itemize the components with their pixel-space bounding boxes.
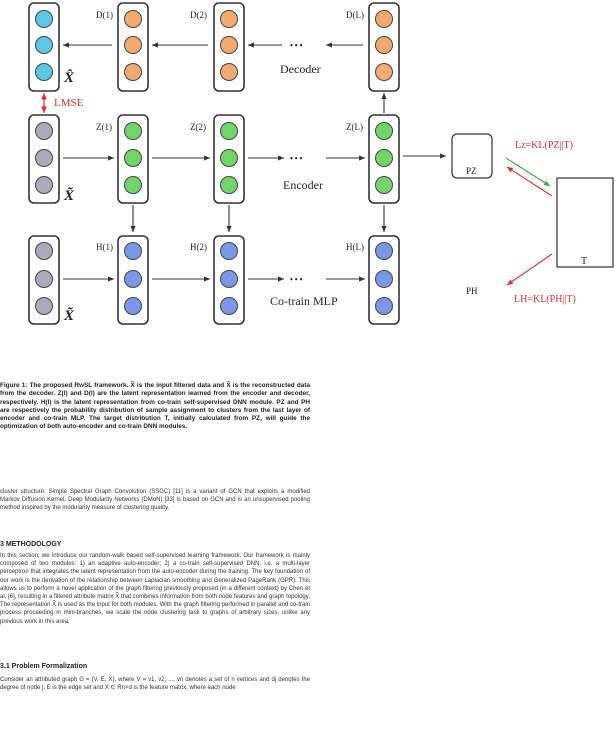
t-box [556,177,614,268]
encoder-label: Encoder [283,178,323,192]
z1-label: Z(1) [96,122,112,132]
mlp-neurons [124,242,393,315]
paragraph-methodology: In this section, we introduce our random… [0,553,310,625]
hl-label: H(L) [346,242,364,252]
z2-label: Z(2) [190,122,206,132]
figure-caption: Figure 1: The proposed RwSL framework. X… [0,382,310,431]
pz-box [451,133,493,179]
paragraph-problem-formalization: Consider an attributed graph G = (V, E, … [0,677,310,692]
paragraph-related-work: cluster structure. Simple Spectral Graph… [0,489,310,512]
h1-label: H(1) [96,242,113,252]
framework-figure: D(1) D(2) D(L) Z(1) Z(2) Z(L) H(1) H(2) … [28,2,614,325]
encoder-neurons [124,122,393,194]
xhat-symbol: X̂ [63,68,75,86]
decoder-neurons [124,10,393,81]
dl-label: D(L) [346,10,364,20]
lmse-label: LMSE [54,97,84,109]
dots-mlp: • • • [290,275,303,284]
section-heading-methodology: 3 METHODOLOGY [0,541,62,548]
input-neurons [35,122,53,315]
t-to-ph-arrow [506,253,553,286]
d2-label: D(2) [190,10,207,20]
t-to-pz-arrow [506,166,553,197]
dots-decoder: • • • [290,41,303,50]
h2-label: H(2) [190,242,207,252]
dots-encoder: • • • [290,154,303,163]
xhat-neurons [35,10,53,81]
decoder-label: Decoder [280,62,321,76]
pz-label: PZ [466,166,477,176]
xtilde-symbol-mlp: X̃ [63,306,75,324]
ph-label: PH [466,286,478,296]
t-label: T [581,256,587,267]
d1-label: D(1) [96,10,113,20]
lh-label: LH=KL(PH||T) [514,294,576,305]
subsection-heading-problem-formalization: 3.1 Problem Formalization [0,663,88,670]
lz-label: Lz=KL(PZ||T) [515,140,573,151]
pz-to-t-arrow [505,157,551,187]
cotrain-label: Co-train MLP [270,294,338,308]
zl-label: Z(L) [346,122,363,132]
xtilde-symbol-encoder: X̃ [63,186,75,204]
